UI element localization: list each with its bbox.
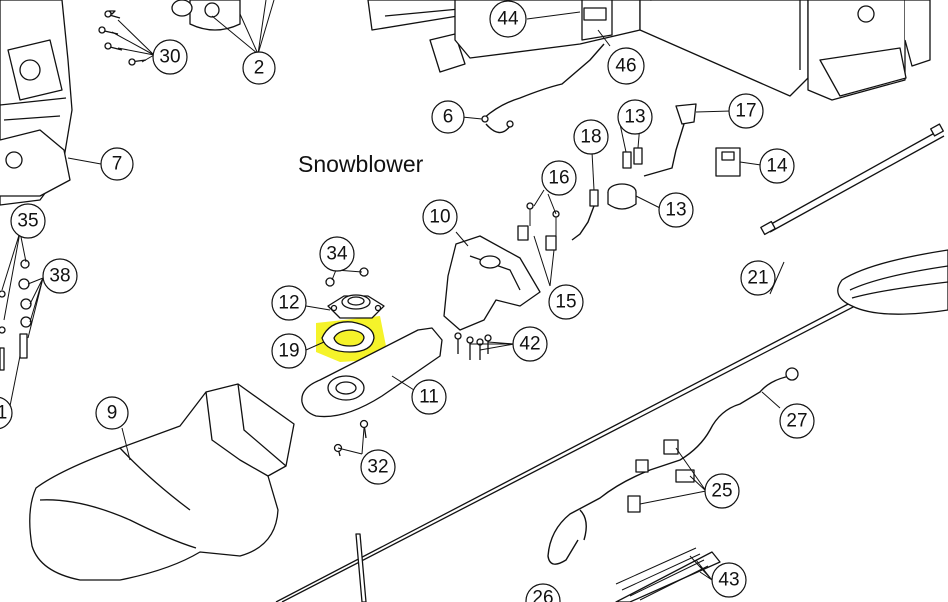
callout-26-label: 26: [532, 588, 553, 602]
pulley-part: [171, 0, 241, 31]
belt-part: [837, 249, 948, 315]
chute-bracket-part: [443, 235, 541, 331]
callout-6-label: 6: [443, 107, 454, 128]
callout-17-label: 17: [735, 101, 756, 122]
callout-18-label: 18: [580, 127, 601, 148]
callout-19-label: 19: [278, 341, 299, 362]
ignition-parts: [571, 103, 741, 241]
bearing-part-12: [327, 294, 385, 319]
hardware-column-part: [0, 259, 32, 371]
callout-38: 38: [42, 258, 78, 294]
callout-21-label: 21: [747, 268, 768, 289]
callout-44-label: 44: [497, 9, 519, 30]
callout-44: 44: [489, 0, 527, 38]
lower-harness-part: [547, 367, 799, 565]
callout-15: 15: [548, 284, 584, 320]
callout-2: 2: [242, 51, 276, 85]
housing-part: [639, 0, 931, 101]
leader-lines: [1, 0, 785, 581]
callout-21: 21: [740, 260, 776, 296]
callout-42-label: 42: [519, 334, 540, 355]
callout-10-label: 10: [429, 207, 450, 228]
callout-13b-label: 13: [665, 200, 686, 221]
callout-9: 9: [95, 396, 129, 430]
bolt-set-30: [98, 10, 147, 66]
bolt-set-42: [454, 332, 492, 360]
callout-9-label: 9: [107, 403, 118, 424]
terminal-parts: [517, 202, 560, 251]
callout-30: 30: [152, 39, 188, 75]
callout-25-label: 25: [711, 481, 732, 502]
callout-11-label: 11: [419, 387, 439, 408]
callout-15-label: 15: [555, 292, 576, 313]
callout-38-label: 38: [49, 266, 70, 287]
callout-42: 42: [512, 326, 548, 362]
callout-35-label: 35: [17, 211, 38, 232]
mounting-plate-part: [301, 327, 443, 418]
callout-27-label: 27: [786, 411, 807, 432]
rod-part-26: [355, 533, 367, 602]
wire-harness-part: [481, 43, 605, 134]
highlighted-part-19: [316, 316, 386, 362]
discharge-chute-part: [29, 383, 295, 581]
callout-13a-label: 13: [624, 107, 645, 128]
callout-1-label: 1: [0, 403, 7, 424]
callout-17: 17: [728, 93, 764, 129]
grille-part-43: [615, 547, 721, 602]
callout-1: 1: [0, 396, 13, 430]
callout-19: 19: [271, 333, 307, 369]
callout-7-label: 7: [112, 154, 123, 175]
callout-26: 26: [525, 583, 561, 602]
callout-18: 18: [573, 119, 609, 155]
callout-12: 12: [271, 285, 307, 321]
callout-10: 10: [422, 199, 458, 235]
callout-32-label: 32: [367, 457, 388, 478]
callout-13-lower: 13: [658, 192, 694, 228]
callout-2-label: 2: [254, 58, 265, 79]
callout-25: 25: [704, 473, 740, 509]
callout-34: 34: [319, 236, 355, 272]
callout-12-label: 12: [278, 293, 299, 314]
callout-16-label: 16: [548, 168, 569, 189]
callout-14-label: 14: [766, 156, 788, 177]
callout-6: 6: [431, 100, 465, 134]
callout-34-label: 34: [326, 244, 348, 265]
callout-14: 14: [759, 148, 795, 184]
screw-set-32: [333, 419, 369, 457]
callout-32: 32: [360, 449, 396, 485]
callout-43-label: 43: [718, 570, 739, 591]
engine-part: [0, 0, 73, 206]
callout-11: 11: [411, 379, 447, 415]
callout-7: 7: [100, 147, 134, 181]
callout-16: 16: [541, 160, 577, 196]
callout-46: 46: [607, 47, 645, 85]
callout-13-upper: 13: [617, 99, 653, 135]
callout-46-label: 46: [615, 56, 636, 77]
callout-35: 35: [10, 203, 46, 239]
callout-43: 43: [711, 562, 747, 598]
diagram-title: Snowblower: [298, 151, 424, 177]
callout-27: 27: [779, 403, 815, 439]
callout-30-label: 30: [159, 47, 180, 68]
